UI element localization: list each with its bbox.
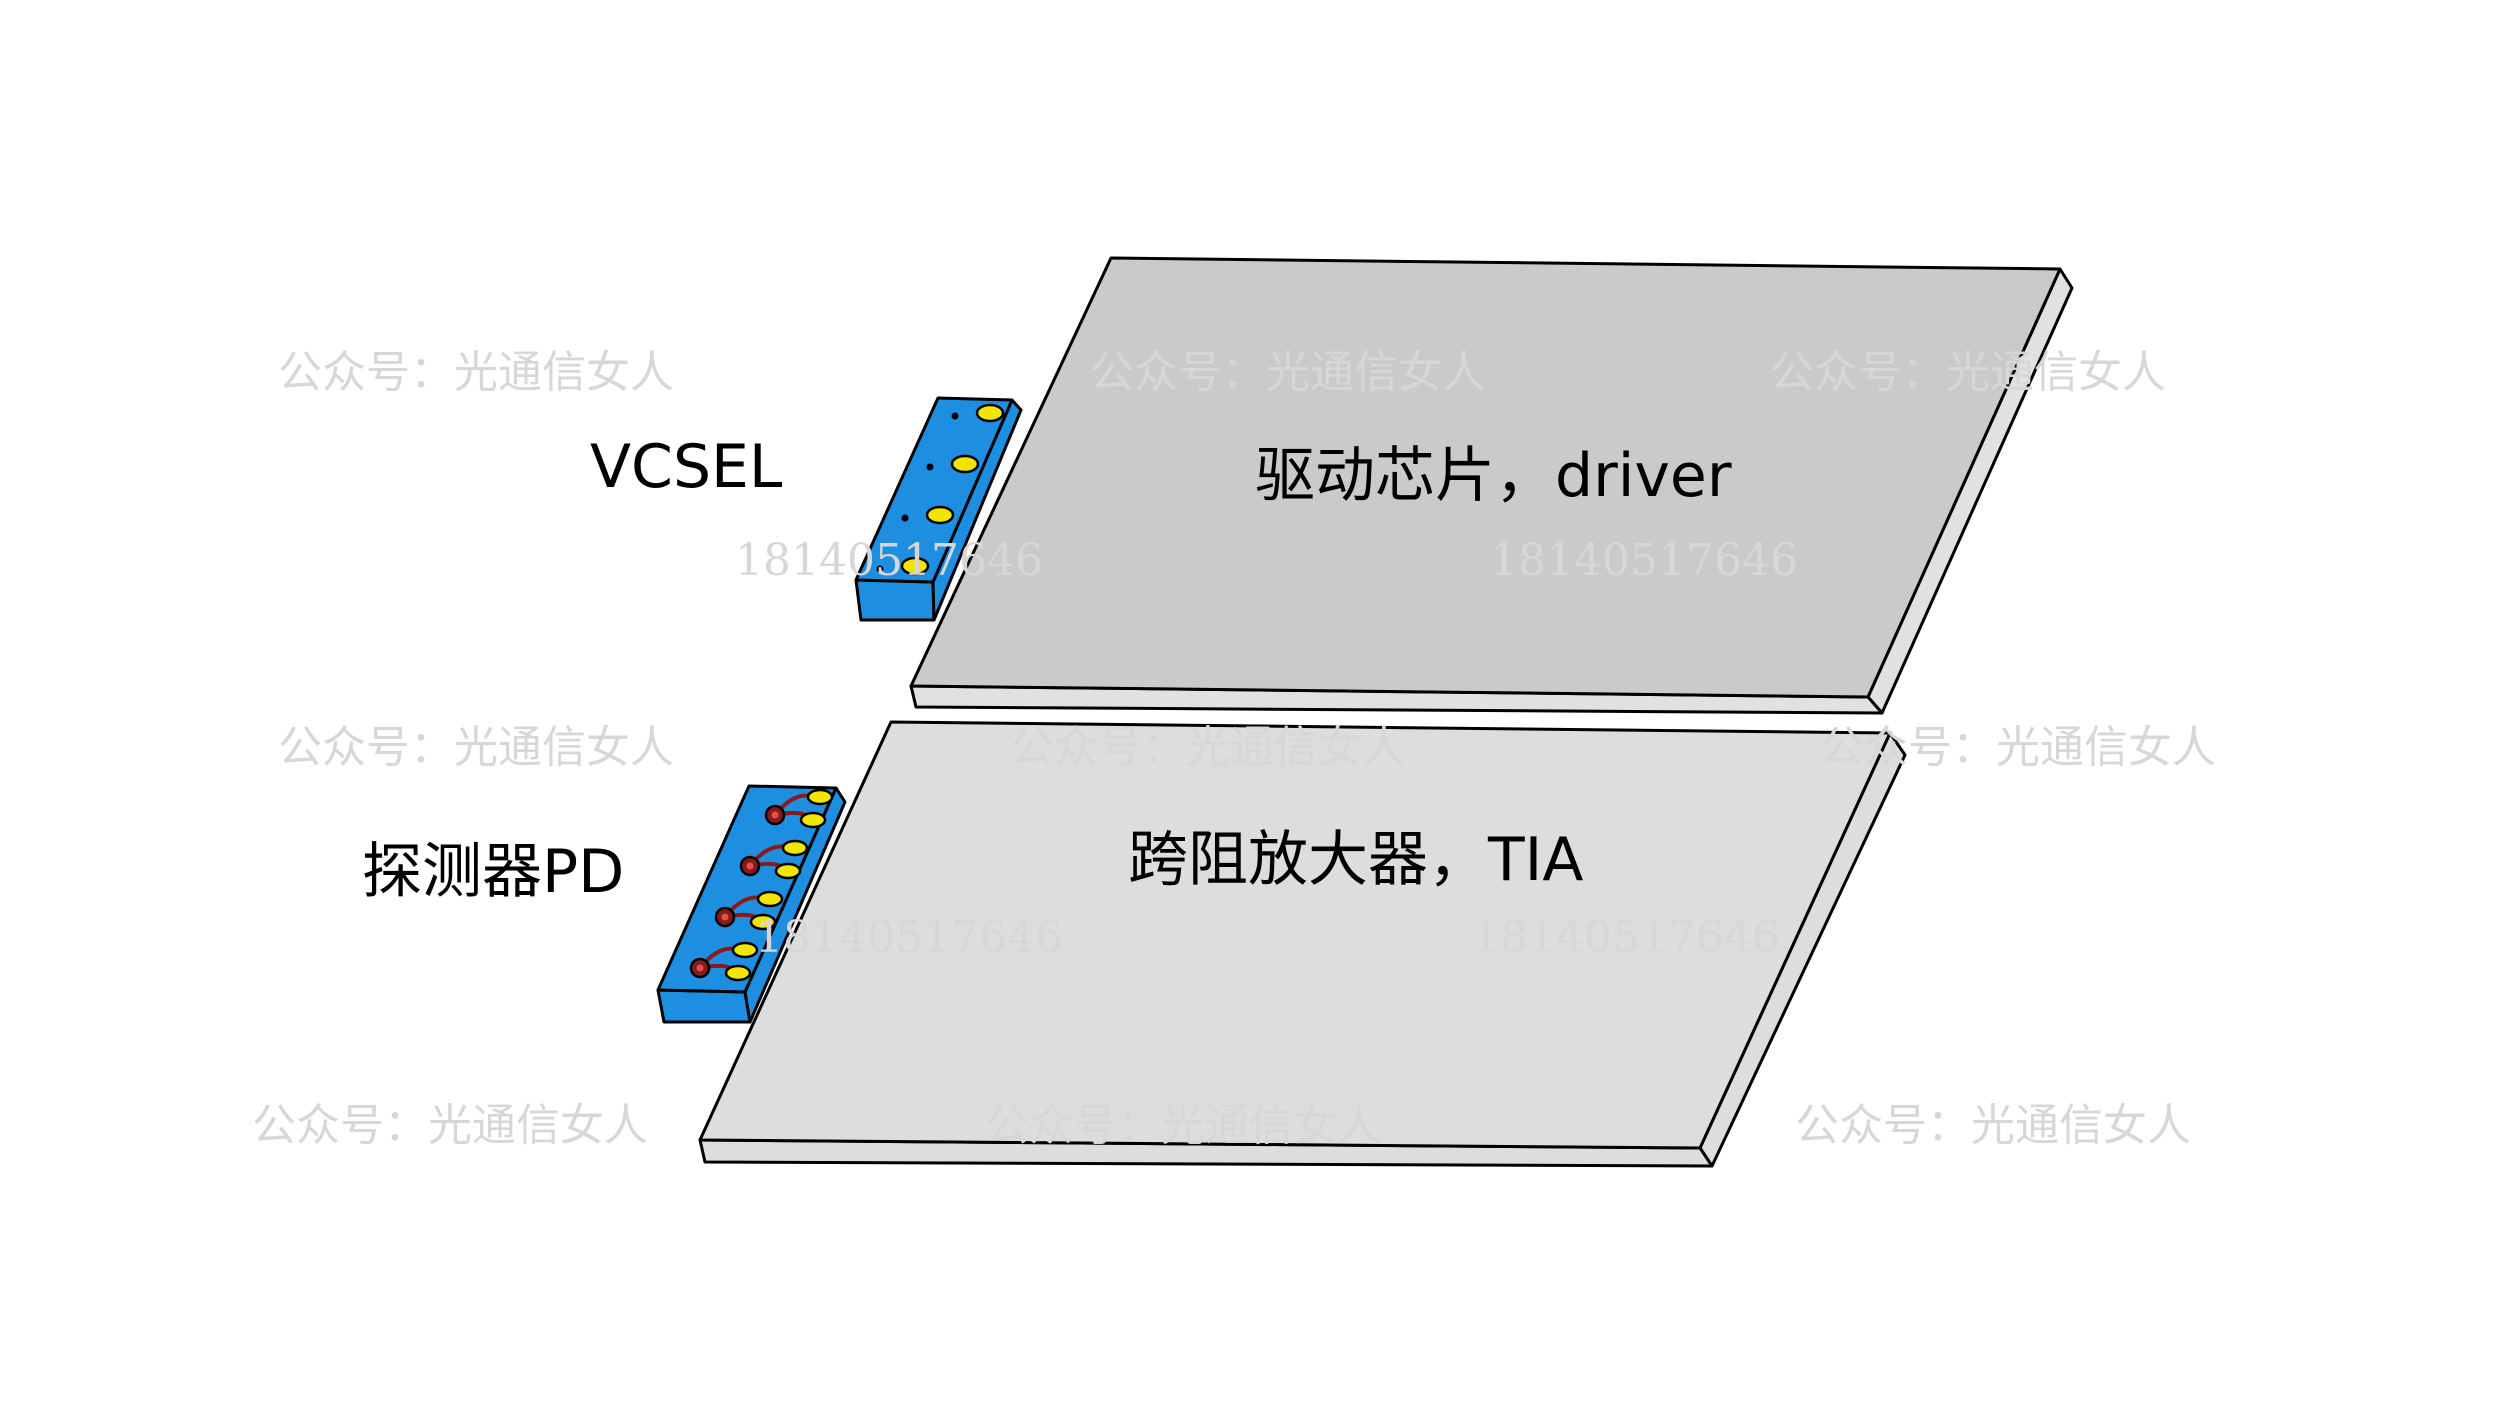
watermark-account: 公众号：光通信女人	[1770, 347, 2166, 398]
watermarks: 公众号：光通信女人 公众号：光通信女人 公众号：光通信女人 公众号：光通信女人 …	[252, 347, 2216, 1151]
pd-pad	[756, 890, 784, 908]
pd-detector-center	[746, 862, 754, 870]
tia-chip	[698, 720, 1907, 1168]
pd-pad	[781, 839, 809, 857]
watermark-phone: 18140517646	[1472, 912, 1780, 963]
vcsel-pad-dot	[876, 565, 884, 573]
watermark-phone: 18140517646	[1490, 535, 1798, 586]
tia-chip-top-face	[698, 720, 1892, 1150]
pd-detector-center	[771, 811, 779, 819]
watermark-account: 公众号：光通信女人	[1090, 347, 1486, 398]
vcsel-pads	[876, 403, 1005, 576]
vcsel-pad-dot	[951, 412, 959, 420]
watermark-account: 公众号：光通信女人	[278, 347, 674, 398]
vcsel-top-face	[854, 396, 1014, 584]
watermark-account: 公众号：光通信女人	[1795, 1100, 2191, 1151]
tia-chip-label: 跨阻放大器，TIA	[1128, 825, 1583, 895]
pd-detector-center	[696, 964, 704, 972]
pd-array	[656, 784, 847, 1024]
pd-pad	[806, 788, 834, 806]
pd-pad	[731, 941, 759, 959]
vcsel-pad	[925, 505, 955, 525]
watermark-account: 公众号：光通信女人	[1820, 722, 2216, 773]
watermark-phone: 18140517646	[735, 535, 1043, 586]
watermark-account: 公众号：光通信女人	[1010, 722, 1406, 773]
watermark-phone: 18140517646	[755, 912, 1063, 963]
pd-front-face	[656, 988, 752, 1024]
vcsel-pad	[950, 454, 980, 474]
pd-pad	[799, 811, 827, 829]
vcsel-pad	[900, 556, 930, 576]
vcsel-pad-dot	[901, 514, 909, 522]
pd-detector-center	[721, 913, 729, 921]
watermark-account: 公众号：光通信女人	[985, 1100, 1381, 1151]
watermark-account: 公众号：光通信女人	[278, 722, 674, 773]
driver-chip-label: 驱动芯片，driver	[1255, 441, 1732, 511]
driver-chip	[909, 256, 2074, 715]
pd-pad	[724, 964, 752, 982]
vcsel-pad-dot	[926, 463, 934, 471]
watermark-account: 公众号：光通信女人	[252, 1100, 648, 1151]
pd-pad	[774, 862, 802, 880]
pd-pad	[749, 913, 777, 931]
pd-elements	[689, 788, 834, 982]
pd-top-face	[656, 784, 838, 994]
vcsel-pad	[975, 403, 1005, 423]
vcsel-array	[854, 396, 1023, 622]
vcsel-label: VCSEL	[590, 432, 783, 502]
vcsel-front-face	[854, 578, 936, 622]
driver-chip-top-face	[909, 256, 2062, 699]
pd-label: 探测器PD	[362, 837, 624, 907]
